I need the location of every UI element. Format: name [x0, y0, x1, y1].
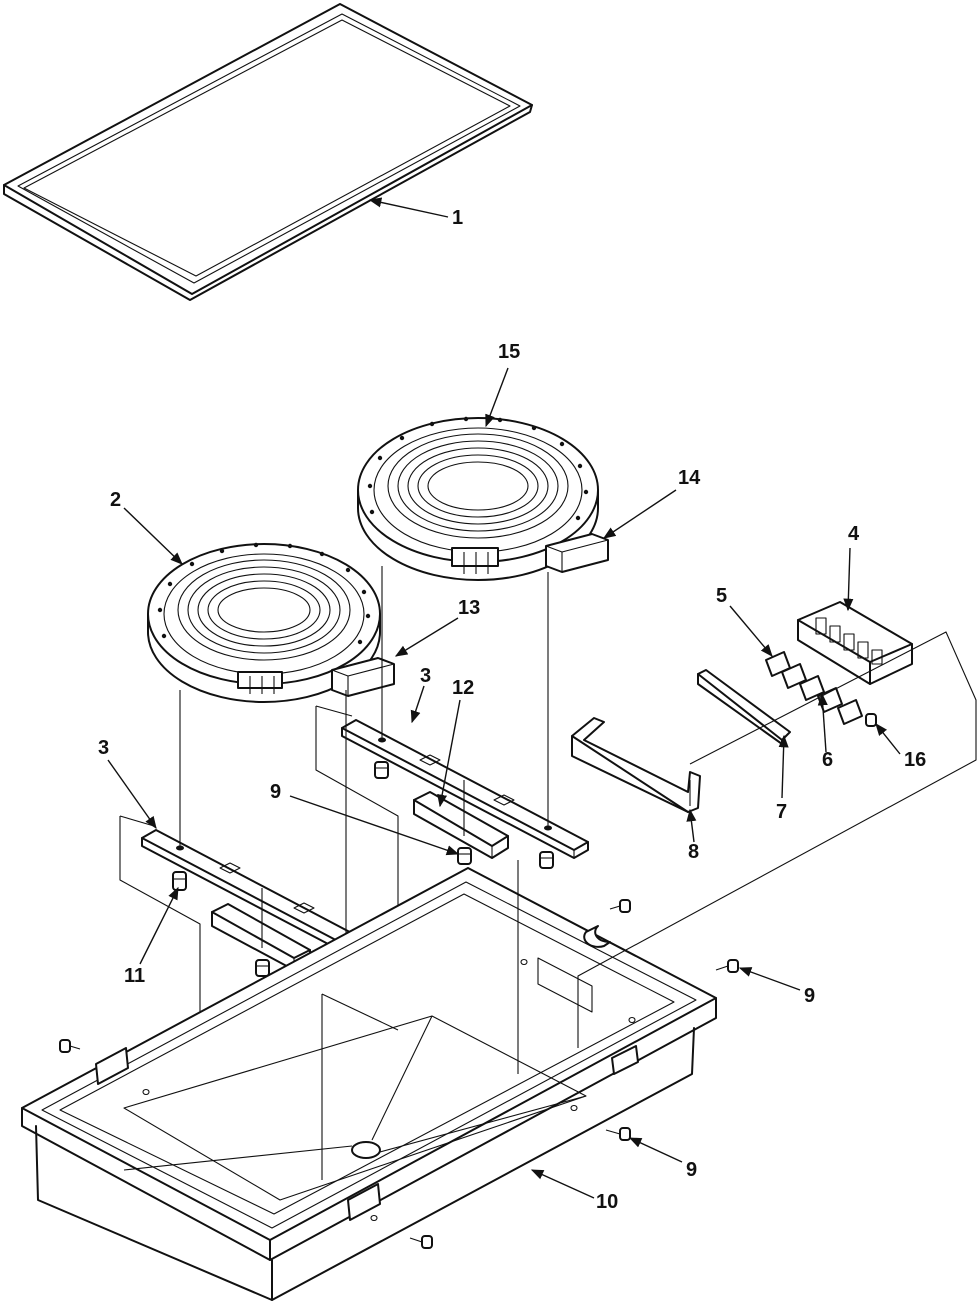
rear-element-rim-holes	[367, 416, 589, 521]
insulator-plate	[697, 669, 791, 745]
screw-icon	[539, 851, 554, 869]
callout-part-16: 16	[904, 749, 926, 771]
chassis-box	[21, 860, 717, 1301]
terminal-guide-box	[577, 631, 977, 1048]
heating-element-front	[147, 542, 381, 703]
screw-icon	[255, 959, 270, 977]
heating-element-rear	[357, 416, 599, 581]
leader-lines	[107, 197, 901, 1199]
callout-part-9-upper: 9	[270, 781, 281, 803]
front-element-rim-holes	[157, 542, 371, 645]
bracket-rear-guide-box-b	[315, 705, 353, 717]
callout-part-3-rear: 3	[420, 665, 431, 687]
alignment-lines	[179, 566, 549, 948]
callout-part-3-front: 3	[98, 737, 109, 759]
mounting-bracket-rear	[341, 719, 589, 859]
callout-part-9-right: 9	[804, 985, 815, 1007]
callout-part-12: 12	[452, 677, 474, 699]
callout-part-14: 14	[678, 467, 701, 489]
glass-cooktop-top	[3, 3, 533, 301]
terminal-box-rear	[545, 533, 609, 573]
terminal-bracket	[571, 717, 701, 813]
callout-part-2: 2	[110, 489, 121, 511]
callout-part-8: 8	[688, 841, 699, 863]
callout-part-13: 13	[458, 597, 480, 619]
callout-part-9-lower: 9	[686, 1159, 697, 1181]
screw-icon	[172, 871, 187, 891]
terminal-box-front	[331, 657, 395, 697]
screw-icon	[457, 847, 472, 865]
screw-icon	[374, 761, 389, 779]
callout-part-7: 7	[776, 801, 787, 823]
screw-icon	[715, 959, 739, 973]
screw-icon	[409, 1235, 433, 1249]
screw-icon	[609, 899, 631, 913]
callout-part-15: 15	[498, 341, 520, 363]
callout-part-10: 10	[596, 1191, 618, 1213]
callout-part-1: 1	[452, 207, 463, 229]
terminal-clips	[765, 651, 863, 725]
terminal-block	[797, 601, 913, 685]
chassis-screws	[59, 899, 739, 1249]
callout-labels: 1 15 14 2 13 4 5 3 12 3 9 6 16 7 8 11 9 …	[98, 207, 926, 1213]
callout-part-5: 5	[716, 585, 727, 607]
screw-icon	[865, 713, 877, 727]
screw-icon	[59, 1039, 81, 1053]
callout-part-6: 6	[822, 749, 833, 771]
screw-icon	[605, 1127, 631, 1141]
callout-part-11: 11	[124, 965, 145, 987]
callout-part-4: 4	[848, 523, 860, 545]
